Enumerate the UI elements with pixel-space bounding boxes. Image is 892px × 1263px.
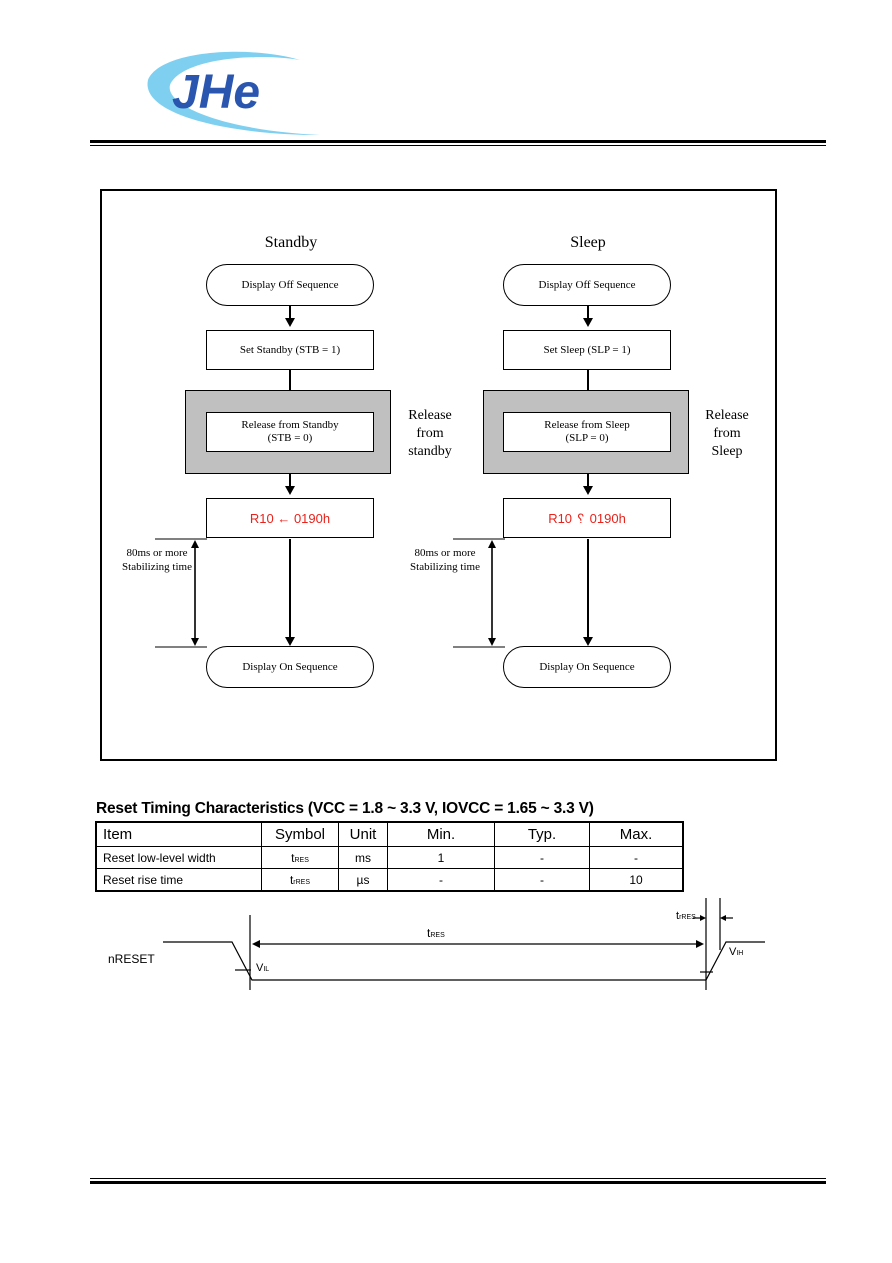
flowchart-arrows [155,306,593,648]
standby-release-label: Release from standby [408,408,452,459]
header-rule-thin [90,145,826,146]
header-item: Item [95,821,262,847]
cell-unit: ms [338,846,388,869]
company-logo: JHe [140,40,330,140]
sleep-display-off: Display Off Sequence [503,264,671,306]
standby-release-box: Release from Standby (STB = 0) [206,412,374,452]
sleep-title: Sleep [570,234,606,251]
reset-table-title: Reset Timing Characteristics (VCC = 1.8 … [96,800,594,817]
waveform-vih: VIH [729,946,744,958]
waveform-trres: trRES [676,910,696,922]
standby-stabilize-text: 80ms or more Stabilizing time [122,547,192,573]
cell-typ: - [494,846,590,869]
cell-max: 10 [589,868,684,892]
cell-unit: µs [338,868,388,892]
cell-item: Reset rise time [95,868,262,892]
table-header-row: Item Symbol Unit Min. Typ. Max. [95,821,684,847]
footer-rule [90,1181,826,1184]
waveform-tres: tRES [427,926,445,940]
sleep-release-box: Release from Sleep (SLP = 0) [503,412,671,452]
sleep-set-box: Set Sleep (SLP = 1) [503,330,671,370]
standby-register-box: R10 ← 0190h [206,498,374,538]
sleep-release-text: Release from Sleep (SLP = 0) [544,419,630,444]
flowchart-frame [100,189,777,761]
waveform-vil: VIL [256,962,270,974]
cell-min: - [387,868,495,892]
svg-text:JHe: JHe [172,66,260,119]
sleep-register-box: R10 ␦ 0190h [503,498,671,538]
cell-typ: - [494,868,590,892]
reset-timing-table: Item Symbol Unit Min. Typ. Max. Reset lo… [95,821,684,892]
header-symbol: Symbol [261,821,339,847]
sleep-display-on: Display On Sequence [503,646,671,688]
table-row: Reset low-level width tRES ms 1 - - [95,846,684,869]
table-row: Reset rise time trRES µs - - 10 [95,868,684,892]
waveform-signal-label: nRESET [108,952,155,966]
header-rule [90,140,826,143]
standby-display-on: Display On Sequence [206,646,374,688]
cell-min: 1 [387,846,495,869]
header-typ: Typ. [494,821,590,847]
footer-rule-thin [90,1178,826,1179]
sleep-stabilize-text: 80ms or more Stabilizing time [410,547,480,573]
cell-symbol: tRES [261,846,339,869]
header-min: Min. [387,821,495,847]
header-max: Max. [589,821,684,847]
reset-waveform [163,898,765,990]
sleep-release-label: Release from Sleep [705,408,749,459]
cell-max: - [589,846,684,869]
standby-release-text: Release from Standby (STB = 0) [241,419,339,444]
standby-display-off: Display Off Sequence [206,264,374,306]
header-unit: Unit [338,821,388,847]
standby-title: Standby [264,234,318,251]
standby-set-box: Set Standby (STB = 1) [206,330,374,370]
cell-symbol: trRES [261,868,339,892]
cell-item: Reset low-level width [95,846,262,869]
